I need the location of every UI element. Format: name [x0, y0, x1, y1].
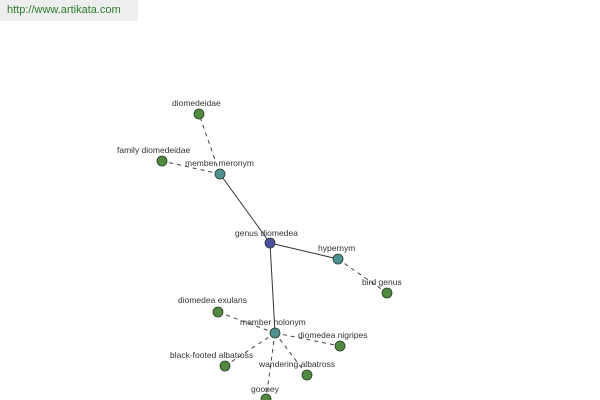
- node-black-footed-albatross[interactable]: [219, 360, 231, 372]
- node-member-holonym[interactable]: [269, 327, 281, 339]
- edge-genus-diomedea-to-hypernym: [269, 242, 339, 260]
- node-label-diomedea-exulans[interactable]: diomedea exulans: [178, 295, 247, 305]
- node-family-diomedeidae[interactable]: [156, 155, 168, 167]
- node-hypernym[interactable]: [332, 253, 344, 265]
- node-label-member-holonym[interactable]: member holonym: [240, 317, 306, 327]
- node-wandering-albatross[interactable]: [301, 369, 313, 381]
- edge-member-meronym-to-family-diomedeidae: [161, 160, 221, 175]
- nodes-layer: [156, 108, 393, 400]
- node-label-family-diomedeidae[interactable]: family diomedeidae: [117, 145, 191, 155]
- site-url-link[interactable]: http://www.artikata.com: [0, 0, 138, 21]
- edge-genus-diomedea-to-member-holonym: [269, 242, 276, 334]
- node-label-gooney[interactable]: gooney: [251, 384, 280, 394]
- node-label-hypernym[interactable]: hypernym: [318, 243, 355, 253]
- edge-hypernym-to-bird-genus: [337, 258, 388, 294]
- node-label-genus-diomedea[interactable]: genus diomedea: [235, 228, 298, 238]
- node-diomedeidae[interactable]: [193, 108, 205, 120]
- edges-layer: [161, 113, 388, 400]
- edge-member-holonym-to-diomedea-exulans: [217, 311, 276, 334]
- node-label-bird-genus[interactable]: bird genus: [362, 277, 402, 287]
- edge-member-holonym-to-wandering-albatross: [274, 332, 308, 376]
- node-diomedea-exulans[interactable]: [212, 306, 224, 318]
- node-bird-genus[interactable]: [381, 287, 393, 299]
- labels-layer: genus diomedea member meronym hypernym memb…: [117, 98, 402, 394]
- node-genus-diomedea[interactable]: [264, 237, 276, 249]
- edge-member-holonym-to-black-footed-albatross: [224, 332, 276, 367]
- edge-genus-diomedea-to-member-meronym: [219, 173, 271, 244]
- node-label-diomedeidae[interactable]: diomedeidae: [172, 98, 221, 108]
- edge-member-holonym-to-diomedea-nigripes: [274, 332, 341, 347]
- node-gooney[interactable]: [260, 393, 272, 400]
- edge-member-meronym-to-diomedeidae: [198, 113, 221, 175]
- node-diomedea-nigripes[interactable]: [334, 340, 346, 352]
- node-label-member-meronym[interactable]: member meronym: [185, 158, 254, 168]
- node-member-meronym[interactable]: [214, 168, 226, 180]
- node-label-diomedea-nigripes[interactable]: diomedea nigripes: [298, 330, 367, 340]
- edge-member-holonym-to-gooney: [265, 332, 276, 400]
- node-label-wandering-albatross[interactable]: wandering albatross: [258, 359, 335, 369]
- node-label-black-footed-albatross[interactable]: black-footed albatross: [170, 350, 253, 360]
